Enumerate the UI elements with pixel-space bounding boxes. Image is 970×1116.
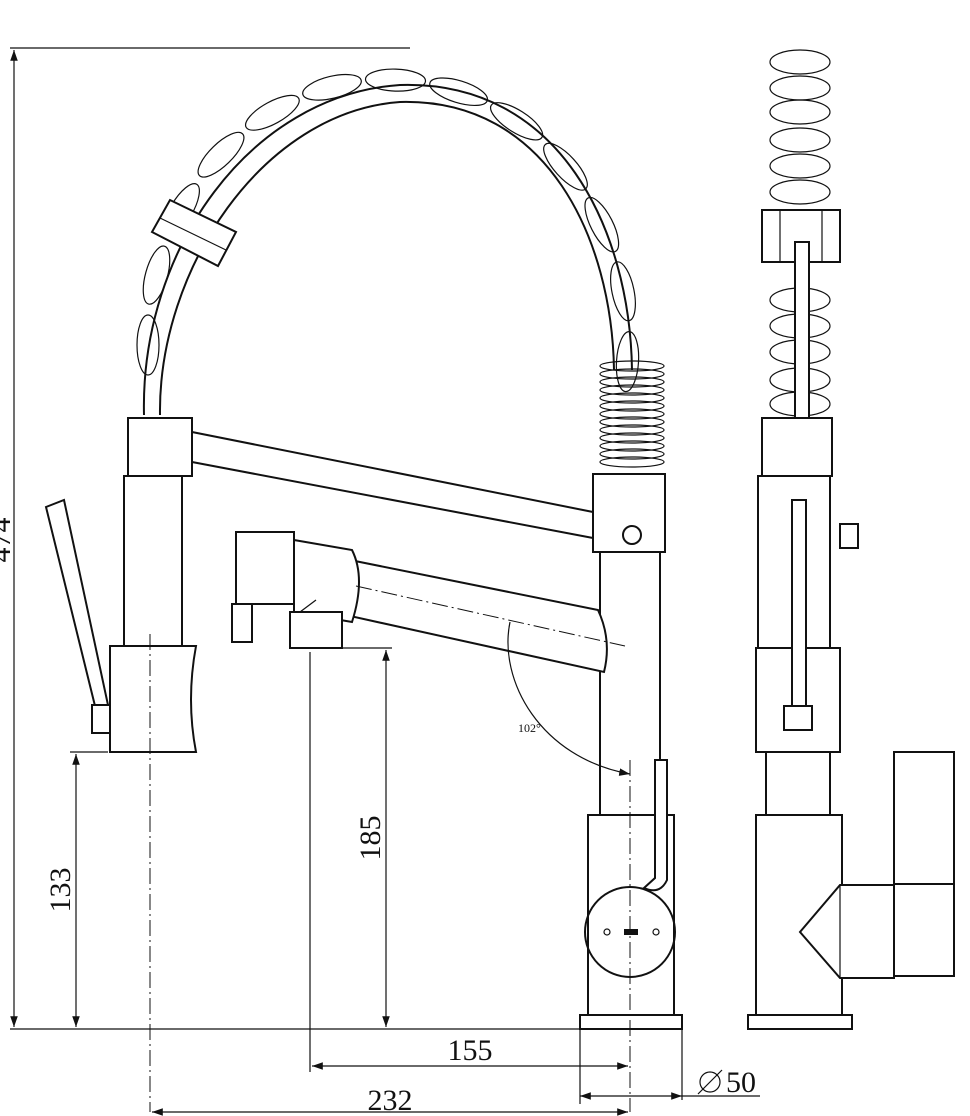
spring-coil bbox=[142, 245, 171, 305]
dim-reach-spout-label: 155 bbox=[448, 1034, 493, 1067]
side-spring-coil bbox=[769, 127, 831, 153]
front-view: 102° bbox=[44, 68, 683, 1112]
main-column bbox=[579, 473, 683, 1030]
dim-spout-height-label: 185 bbox=[354, 816, 387, 861]
tight-spring-coil bbox=[599, 392, 665, 404]
side-spring-coil bbox=[769, 49, 831, 75]
dim-reach-sprayer-label: 232 bbox=[368, 1084, 413, 1116]
tight-spring-coil bbox=[599, 424, 665, 436]
spring-coil bbox=[197, 131, 245, 178]
dimensions: 474 133 185 155 232 50 bbox=[0, 47, 760, 1116]
tight-spring-coil bbox=[599, 376, 665, 388]
tight-spring-coil bbox=[599, 400, 665, 412]
spring-coil bbox=[615, 331, 640, 393]
centerline-spout bbox=[355, 585, 626, 647]
dim-overall-height-label: 474 bbox=[0, 518, 17, 563]
spring-coil bbox=[610, 261, 636, 322]
hose-collar bbox=[150, 198, 238, 268]
tight-spring-coil bbox=[599, 408, 665, 420]
side-spring-coil bbox=[769, 179, 831, 205]
tight-spring-coil bbox=[599, 360, 665, 372]
spring-coil bbox=[543, 142, 588, 191]
spring-coil bbox=[489, 102, 544, 141]
tight-spring-coil bbox=[599, 368, 665, 380]
dim-base-diameter-label: 50 bbox=[726, 1066, 756, 1099]
spring-coil bbox=[429, 77, 489, 107]
side-spring-coil bbox=[769, 153, 831, 179]
spring-coil bbox=[136, 314, 160, 376]
side-handle-block bbox=[893, 751, 955, 885]
spout bbox=[231, 531, 608, 674]
tight-spring bbox=[599, 360, 665, 468]
side-spring-coil bbox=[769, 99, 831, 125]
tight-spring-coil bbox=[599, 448, 665, 460]
tight-spring-coil bbox=[599, 432, 665, 444]
spring-coil bbox=[302, 73, 362, 101]
tight-spring-coil bbox=[599, 440, 665, 452]
set-screw bbox=[622, 525, 642, 545]
side-view bbox=[747, 49, 955, 1030]
holder-arm bbox=[44, 417, 594, 753]
spring-hose bbox=[136, 68, 640, 416]
spring-coil bbox=[584, 196, 620, 253]
tight-spring-coil bbox=[599, 416, 665, 428]
dim-handle-height-label: 133 bbox=[44, 868, 77, 913]
angle-arc bbox=[507, 621, 631, 776]
tight-spring-coil bbox=[599, 456, 665, 468]
spring-coil bbox=[244, 94, 300, 131]
spring-coil bbox=[364, 68, 427, 92]
tight-spring-coil bbox=[599, 384, 665, 396]
side-spring-coil bbox=[769, 75, 831, 101]
angle-label: 102° bbox=[518, 721, 541, 735]
